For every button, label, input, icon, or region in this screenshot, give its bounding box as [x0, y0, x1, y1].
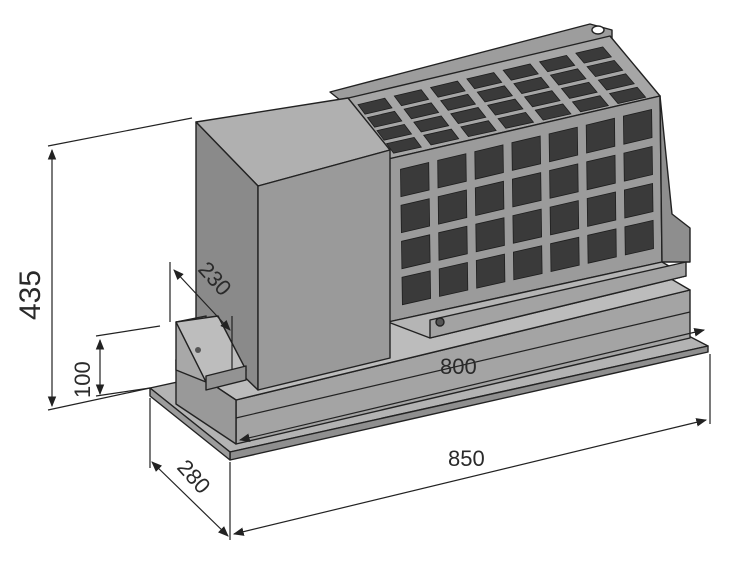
front-filter-cell	[550, 236, 580, 272]
front-filter-cell	[511, 135, 542, 171]
front-filter-cell	[548, 126, 579, 163]
front-filter-cell	[400, 198, 431, 234]
front-filter-cell	[474, 144, 504, 180]
front-filter-cell	[623, 145, 653, 182]
front-filter-cell	[401, 234, 431, 270]
upper-filter-cell	[608, 86, 647, 104]
upper-filter-cell	[538, 54, 576, 73]
front-filter-cell	[475, 217, 505, 253]
filter-housing	[329, 23, 691, 339]
upper-filter-cell	[586, 59, 624, 78]
upper-filter-cell	[502, 63, 539, 81]
label-850: 850	[448, 446, 485, 471]
upper-filter-grid	[357, 46, 647, 154]
upper-filter-cell	[513, 76, 550, 94]
tray-left-rim	[149, 387, 231, 461]
right-wing	[659, 95, 691, 263]
dim-line-280	[151, 461, 229, 537]
upper-filter-cell	[413, 115, 450, 133]
upper-filter-cell	[403, 102, 440, 120]
front-filter-cell	[400, 161, 430, 198]
upper-filter-cell	[549, 68, 587, 86]
upper-filter-cell	[534, 103, 572, 121]
front-filter-grid	[400, 108, 654, 306]
upper-filter-cell	[450, 107, 487, 124]
rail-hole-icon	[591, 25, 605, 35]
label-435: 435	[14, 270, 47, 320]
dimension-lines	[47, 117, 711, 540]
ext-line-435-top	[47, 117, 193, 147]
front-filter-cell	[511, 172, 542, 208]
ext-line-435-bottom	[47, 387, 151, 411]
upper-filter-cell	[466, 72, 503, 90]
ext-line-100-bottom	[95, 387, 151, 397]
upper-filter-cell	[571, 95, 610, 113]
upper-filter-cell	[440, 93, 477, 111]
front-filter-cell	[438, 225, 468, 261]
upper-filter-cell	[393, 89, 430, 107]
front-filter-cell	[587, 228, 617, 264]
front-filter-cell	[623, 182, 654, 219]
upper-filter-cell	[575, 46, 613, 64]
label-800: 800	[440, 354, 477, 379]
upper-filter-cell	[597, 73, 635, 91]
bracket-hole-icon	[195, 347, 201, 353]
dim-line-850	[232, 418, 708, 536]
upper-filter-cell	[376, 123, 413, 141]
front-filter-cell	[622, 108, 653, 145]
upper-filter-cell	[429, 80, 466, 98]
ext-line-100-top	[95, 325, 161, 337]
front-filter-cell	[512, 245, 543, 281]
upper-filter-cell	[560, 81, 598, 99]
motor-box-front	[257, 149, 391, 391]
front-filter-cell	[549, 163, 579, 199]
front-filter-cell	[437, 189, 468, 225]
front-filter-cell	[512, 208, 543, 244]
front-filter-cell	[624, 219, 654, 256]
screw-icon	[435, 317, 445, 327]
upper-filter-cell	[460, 120, 497, 138]
upper-filter-cell	[366, 110, 403, 128]
label-100: 100	[70, 361, 95, 398]
upper-filter-cell	[486, 98, 524, 116]
front-filter-cell	[401, 270, 432, 306]
front-filter-cell	[474, 180, 505, 217]
label-280: 280	[172, 455, 215, 499]
front-filter-cell	[437, 153, 467, 189]
upper-filter-cell	[497, 111, 535, 129]
mount-bracket	[175, 315, 247, 391]
front-filter-cell	[438, 262, 469, 297]
front-filter-cell	[586, 154, 616, 191]
dim-line-230	[173, 269, 231, 331]
upper-filter-cell	[357, 97, 393, 115]
upper-filter-cell	[423, 128, 460, 146]
upper-filter-cell	[476, 85, 514, 103]
upper-filter-cell	[523, 90, 561, 108]
front-filter-cell	[549, 200, 580, 236]
front-filter-cell	[586, 191, 617, 227]
front-filter-cell	[585, 117, 616, 154]
upper-filter-cell	[385, 136, 422, 154]
front-filter-cell	[475, 253, 506, 289]
